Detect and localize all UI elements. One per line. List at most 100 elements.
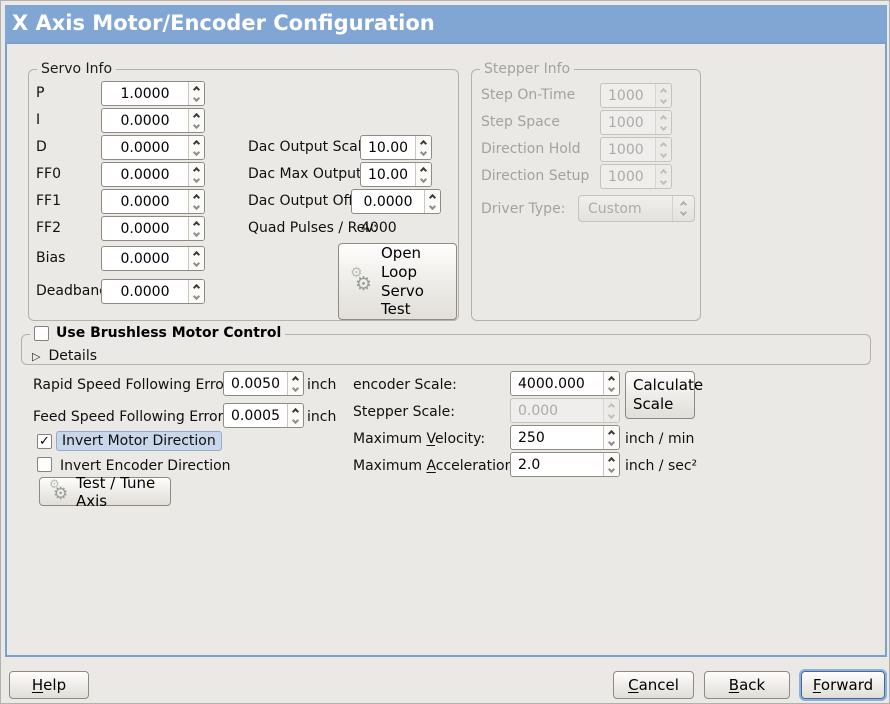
spin-up-icon[interactable] (192, 139, 201, 147)
spin-down-icon[interactable] (192, 175, 201, 183)
deadband-input[interactable]: 0.0000 (120, 283, 170, 300)
spin-up-icon[interactable] (192, 166, 201, 174)
spin-up-icon[interactable] (192, 112, 201, 120)
d-input[interactable]: 0.0000 (120, 139, 170, 156)
i-input[interactable]: 0.0000 (120, 112, 170, 129)
ff0-input[interactable]: 0.0000 (120, 166, 170, 183)
invert-motor-direction-label[interactable]: Invert Motor Direction (56, 431, 222, 451)
spin-down-icon[interactable] (607, 465, 616, 473)
spin-up-icon[interactable] (192, 193, 201, 201)
feed-spin-buttons[interactable] (287, 404, 303, 427)
spin-down-icon[interactable] (192, 202, 201, 210)
ff2-input[interactable]: 0.0000 (120, 220, 170, 237)
invert-motor-direction-checkbox[interactable]: ✓ (37, 434, 52, 449)
ff2-spin-buttons[interactable] (188, 217, 204, 240)
invert-encoder-direction-checkbox[interactable] (37, 457, 52, 472)
ff0-spinbox[interactable]: 0.0000 (101, 162, 205, 187)
i-spinbox[interactable]: 0.0000 (101, 108, 205, 133)
dac-max-output-spinbox[interactable]: 10.00 (360, 162, 432, 187)
spin-down-icon[interactable] (419, 148, 428, 156)
ff2-label: FF2 (36, 220, 62, 236)
spin-up-icon[interactable] (607, 375, 616, 383)
maximum-acceleration-spin-buttons[interactable] (603, 453, 619, 476)
open-loop-servo-test-button[interactable]: ⚙⚙ Open Loop Servo Test (338, 243, 457, 320)
dac-max-output-spin-buttons[interactable] (415, 163, 431, 186)
rapid-following-error-input[interactable]: 0.0050 (231, 375, 280, 392)
p-input[interactable]: 1.0000 (120, 85, 170, 102)
p-spin-buttons[interactable] (188, 82, 204, 105)
maximum-acceleration-input[interactable]: 2.0 (518, 456, 541, 473)
spin-down-icon[interactable] (192, 229, 201, 237)
i-spin-buttons[interactable] (188, 109, 204, 132)
maximum-velocity-spinbox[interactable]: 250 (510, 425, 620, 450)
calculate-scale-button[interactable]: Calculate Scale (625, 371, 703, 419)
dac-output-scale-spin-buttons[interactable] (415, 136, 431, 159)
ff1-input[interactable]: 0.0000 (120, 193, 170, 210)
d-spinbox[interactable]: 0.0000 (101, 135, 205, 160)
dac-output-offset-spin-buttons[interactable] (424, 190, 440, 213)
spin-down-icon (659, 96, 668, 104)
dac-output-offset-input[interactable]: 0.0000 (363, 193, 413, 210)
dac-max-output-label: Dac Max Output: (248, 166, 367, 182)
spin-up-icon[interactable] (291, 407, 300, 415)
bias-spin-buttons[interactable] (188, 247, 204, 270)
feed-following-error-input[interactable]: 0.0005 (231, 407, 280, 424)
spin-up-icon[interactable] (419, 139, 428, 147)
spin-down-icon[interactable] (192, 292, 201, 300)
encoder-scale-spinbox[interactable]: 4000.000 (510, 371, 620, 396)
maximum-acceleration-spinbox[interactable]: 2.0 (510, 452, 620, 477)
direction-setup-spin-buttons (655, 165, 671, 188)
rapid-following-error-spinbox[interactable]: 0.0050 (223, 371, 304, 396)
p-spinbox[interactable]: 1.0000 (101, 81, 205, 106)
ff1-spin-buttons[interactable] (188, 190, 204, 213)
spin-up-icon[interactable] (291, 375, 300, 383)
rapid-spin-buttons[interactable] (287, 372, 303, 395)
spin-down-icon[interactable] (291, 416, 300, 424)
spin-down-icon[interactable] (428, 202, 437, 210)
ff2-spinbox[interactable]: 0.0000 (101, 216, 205, 241)
bias-spinbox[interactable]: 0.0000 (101, 246, 205, 271)
bias-input[interactable]: 0.0000 (120, 250, 170, 267)
spin-down-icon[interactable] (192, 94, 201, 102)
spin-up-icon[interactable] (192, 250, 201, 258)
spin-down-icon[interactable] (607, 384, 616, 392)
use-brushless-motor-checkbox[interactable] (34, 325, 49, 341)
test-tune-axis-button[interactable]: ⚙⚙ Test / Tune Axis (39, 474, 171, 510)
ff0-spin-buttons[interactable] (188, 163, 204, 186)
dac-output-scale-spinbox[interactable]: 10.00 (360, 135, 432, 160)
deadband-spinbox[interactable]: 0.0000 (101, 279, 205, 304)
spin-down-icon[interactable] (192, 148, 201, 156)
maximum-velocity-spin-buttons[interactable] (603, 426, 619, 449)
encoder-scale-input[interactable]: 4000.000 (518, 375, 585, 392)
spin-down-icon[interactable] (192, 259, 201, 267)
encoder-scale-spin-buttons[interactable] (603, 372, 619, 395)
spin-down-icon[interactable] (192, 121, 201, 129)
deadband-spin-buttons[interactable] (188, 280, 204, 303)
forward-button[interactable]: Forward (801, 671, 885, 699)
spin-up-icon[interactable] (419, 166, 428, 174)
back-button[interactable]: Back (704, 671, 790, 699)
spin-up-icon[interactable] (607, 456, 616, 464)
feed-following-error-spinbox[interactable]: 0.0005 (223, 403, 304, 428)
spin-down-icon[interactable] (419, 175, 428, 183)
dac-output-offset-spinbox[interactable]: 0.0000 (351, 189, 441, 214)
spin-up-icon[interactable] (428, 193, 437, 201)
brushless-legend: Use Brushless Motor Control (30, 325, 286, 341)
ff1-spinbox[interactable]: 0.0000 (101, 189, 205, 214)
details-expander[interactable]: ▷ Details (28, 347, 97, 365)
dac-output-scale-input[interactable]: 10.00 (367, 139, 409, 156)
d-spin-buttons[interactable] (188, 136, 204, 159)
spin-up-icon[interactable] (192, 220, 201, 228)
spin-up-icon[interactable] (192, 283, 201, 291)
help-button[interactable]: Help (9, 671, 89, 699)
direction-setup-spinbox: 1000 (600, 164, 672, 189)
spin-up-icon[interactable] (607, 429, 616, 437)
spin-down-icon[interactable] (607, 438, 616, 446)
maximum-velocity-input[interactable]: 250 (518, 429, 545, 446)
use-brushless-motor-label[interactable]: Use Brushless Motor Control (56, 325, 282, 341)
dac-max-output-input[interactable]: 10.00 (367, 166, 409, 183)
invert-encoder-direction-label[interactable]: Invert Encoder Direction (60, 458, 231, 474)
spin-down-icon[interactable] (291, 384, 300, 392)
spin-up-icon[interactable] (192, 85, 201, 93)
cancel-button[interactable]: Cancel (613, 671, 694, 699)
